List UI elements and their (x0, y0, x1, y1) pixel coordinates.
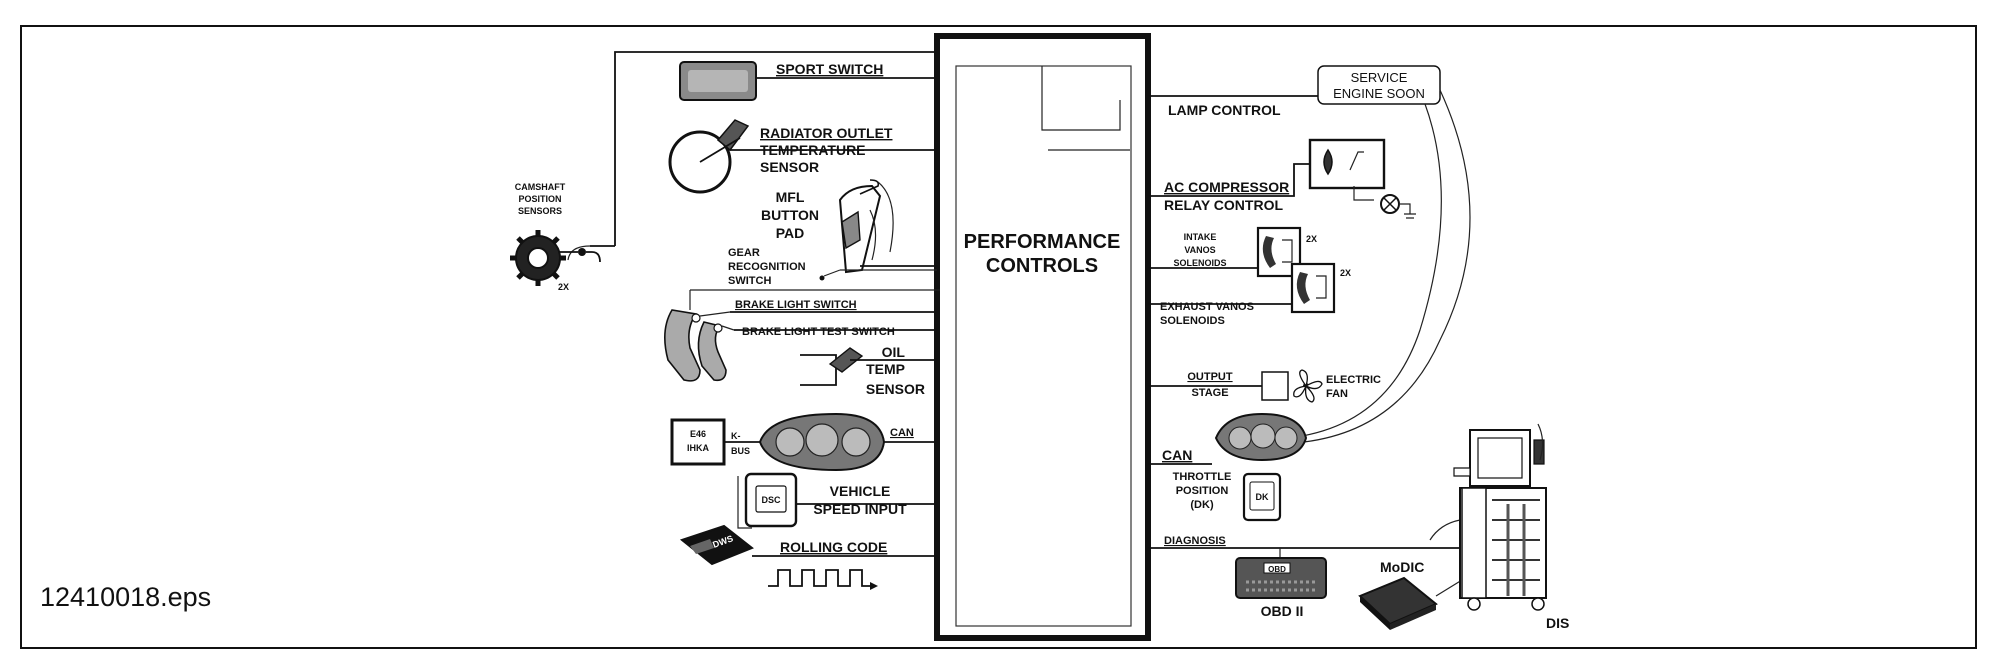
ac-compressor-label-1: AC COMPRESSOR (1164, 179, 1289, 195)
sport-switch-label: SPORT SWITCH (776, 61, 883, 77)
oil-temp-sensor: OIL TEMP SENSOR (800, 344, 937, 397)
oil-temp-label-1: OIL (882, 344, 906, 360)
radiator-label-2: TEMPERATURE (760, 142, 866, 158)
electric-fan: OUTPUT STAGE ELECTRIC FAN (1148, 369, 1381, 403)
throttle-label-2: POSITION (1176, 485, 1229, 497)
sport-switch: SPORT SWITCH (679, 61, 937, 101)
dis-label: DIS (1546, 615, 1569, 631)
radiator-sensor: RADIATOR OUTLET TEMPERATURE SENSOR (668, 119, 937, 194)
output-stage-label-2: STAGE (1191, 387, 1228, 399)
exhaust-count: 2X (1340, 268, 1351, 278)
service-lamp-label-1: SERVICE (1351, 70, 1408, 85)
output-stage-label-1: OUTPUT (1187, 371, 1233, 383)
gear-label-2: RECOGNITION (728, 261, 806, 273)
brake-light-switch-label: BRAKE LIGHT SWITCH (735, 299, 857, 311)
radiator-label-3: SENSOR (760, 159, 819, 175)
obd-box-label: OBD (1268, 565, 1286, 574)
can-right-label: CAN (1162, 447, 1192, 463)
oil-temp-label-2: TEMP (866, 361, 905, 377)
throttle-label-3: (DK) (1190, 499, 1214, 511)
instrument-cluster-left: CAN (758, 412, 937, 472)
dws-key: DWS ROLLING CODE (679, 524, 937, 590)
modic-device: MoDIC (1358, 559, 1463, 630)
module-title-line1: PERFORMANCE (964, 231, 1121, 253)
brake-light-test-switch-label: BRAKE LIGHT TEST SWITCH (742, 326, 895, 338)
ac-compressor-label-2: RELAY CONTROL (1164, 197, 1283, 213)
fan-icon (1293, 369, 1323, 403)
gear-label-1: GEAR (728, 247, 760, 259)
ihka-module: E46 IHKA K- BUS (670, 418, 760, 466)
modic-label: MoDIC (1380, 559, 1424, 575)
rolling-code-label: ROLLING CODE (780, 539, 887, 555)
instrument-cluster-right (1214, 412, 1308, 462)
ihka-label-2: IHKA (687, 443, 709, 453)
file-label: 12410018.eps (40, 582, 211, 612)
vehicle-speed-label-2: SPEED INPUT (813, 501, 907, 517)
kbus-label-2: BUS (731, 446, 750, 456)
throttle-position: THROTTLE POSITION (DK) DK (1173, 471, 1282, 522)
gear-label-3: SWITCH (728, 275, 771, 287)
electric-fan-label-1: ELECTRIC (1326, 374, 1381, 386)
electric-fan-label-2: FAN (1326, 388, 1348, 400)
obd-label: OBD II (1261, 603, 1304, 619)
oil-temp-label-3: SENSOR (866, 381, 925, 397)
service-lamp-label-2: ENGINE SOON (1333, 86, 1425, 101)
ihka-label-1: E46 (690, 429, 706, 439)
ac-compressor-relay: AC COMPRESSOR RELAY CONTROL (1148, 138, 1416, 219)
camshaft-label-2: POSITION (518, 194, 561, 204)
kbus-label-1: K- (731, 431, 741, 441)
dk-label: DK (1256, 492, 1269, 502)
mfl-label-3: PAD (776, 225, 805, 241)
camshaft-label-3: SENSORS (518, 206, 562, 216)
intake-vanos-label-2: VANOS (1184, 245, 1215, 255)
service-engine-soon-lamp: SERVICE ENGINE SOON LAMP CONTROL (1148, 65, 1471, 443)
module-title-line2: CONTROLS (986, 255, 1098, 277)
can-left-label: CAN (890, 427, 914, 439)
vehicle-speed-label-1: VEHICLE (830, 483, 891, 499)
intake-vanos-label-1: INTAKE (1184, 232, 1217, 242)
lamp-control-label: LAMP CONTROL (1168, 102, 1281, 118)
intake-vanos-label-3: SOLENOIDS (1173, 258, 1226, 268)
radiator-label-1: RADIATOR OUTLET (760, 125, 893, 141)
intake-count: 2X (1306, 234, 1317, 244)
exhaust-vanos-solenoid: 2X EXHAUST VANOS SOLENOIDS (1148, 262, 1351, 327)
dsc-label: DSC (761, 495, 781, 505)
mfl-label-1: MFL (776, 189, 805, 205)
dsc-module: DSC VEHICLE SPEED INPUT (737, 472, 937, 529)
rolling-code-waveform (768, 569, 872, 587)
exhaust-vanos-label-1: EXHAUST VANOS (1160, 301, 1254, 313)
exhaust-vanos-label-2: SOLENOIDS (1160, 315, 1225, 327)
dis-station: DIS (1429, 423, 1569, 631)
gear-recognition-switch: GEAR RECOGNITION SWITCH (728, 247, 937, 287)
camshaft-count: 2X (558, 282, 569, 292)
diagnosis-label: DIAGNOSIS (1164, 535, 1226, 547)
brake-pedal: BRAKE LIGHT SWITCH BRAKE LIGHT TEST SWIT… (664, 289, 940, 382)
performance-controls-module: PERFORMANCE CONTROLS (934, 33, 1151, 641)
camshaft-sensor: CAMSHAFT POSITION SENSORS 2X (510, 182, 601, 292)
throttle-label-1: THROTTLE (1173, 471, 1232, 483)
mfl-label-2: BUTTON (761, 207, 819, 223)
camshaft-label-1: CAMSHAFT (515, 182, 566, 192)
mfl-button-pad: MFL BUTTON PAD (761, 179, 937, 274)
